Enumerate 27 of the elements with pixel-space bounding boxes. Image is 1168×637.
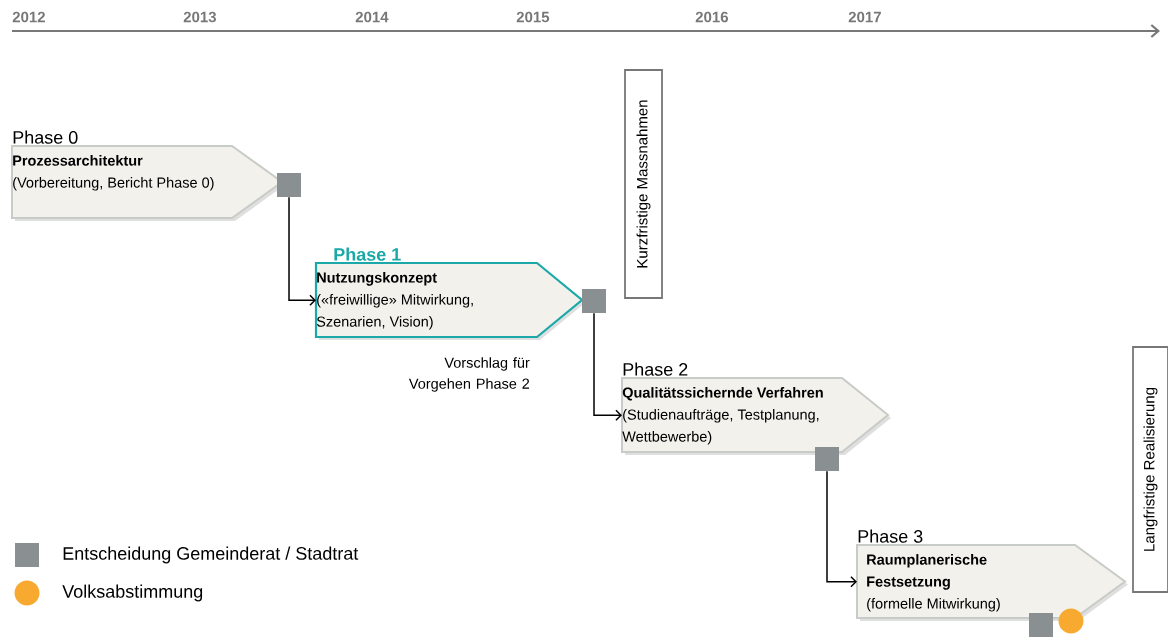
phase-arrow-box: Qualitätssichernde Verfahren (Studienaufträge, Testplanung, Wettbewerbe)	[621, 377, 891, 455]
year-label: 2012	[12, 11, 45, 23]
year-label: 2016	[695, 11, 728, 23]
phase-heading: Phase 1	[334, 247, 401, 261]
phase-arrow-box: Nutzungskonzept («freiwillige» Mitwirkung, Szenarien, Vision)	[314, 261, 585, 340]
vertical-box: Kurzfristige Massnahmen	[624, 69, 663, 299]
year-label: 2014	[355, 11, 389, 23]
decision-square	[815, 447, 839, 471]
vote-circle	[1058, 608, 1084, 634]
legend-text: Entscheidung Gemeinderat / Stadtrat	[63, 546, 359, 564]
decision-square	[277, 173, 301, 197]
phase-heading: Phase 3	[858, 529, 923, 543]
legend-text: Volksabstimmung	[62, 584, 203, 602]
phase-heading: Phase 0	[13, 130, 78, 144]
phase-arrow-box: Prozessarchitektur (Vorbereitung, Bericht Phase 0)	[11, 145, 285, 221]
year-label: 2013	[183, 11, 216, 23]
phase-arrow-box: Raumplanerische Festsetzung (formelle Mitwirkung)	[856, 544, 1128, 621]
connector-arrow	[593, 312, 622, 421]
vertical-box: Langfristige Realisierung	[1132, 346, 1168, 593]
note-text: Vorschlag für Vorgehen Phase 2	[408, 357, 530, 392]
connector-arrow	[288, 196, 316, 306]
year-label: 2017	[848, 11, 881, 23]
connector-arrow	[826, 470, 857, 588]
decision-square	[1029, 613, 1053, 637]
year-label: 2015	[516, 11, 550, 23]
decision-square	[582, 289, 606, 313]
phase-heading: Phase 2	[623, 362, 688, 376]
